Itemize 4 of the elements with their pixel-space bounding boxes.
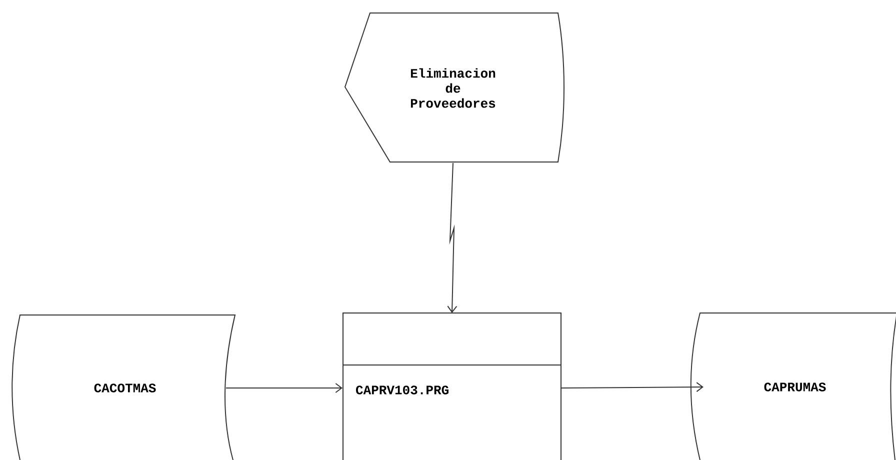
arrow [561, 382, 704, 392]
lightning-arrow [447, 162, 458, 313]
arrow [226, 383, 342, 393]
process-box: CAPRV103.PRG [342, 312, 562, 460]
